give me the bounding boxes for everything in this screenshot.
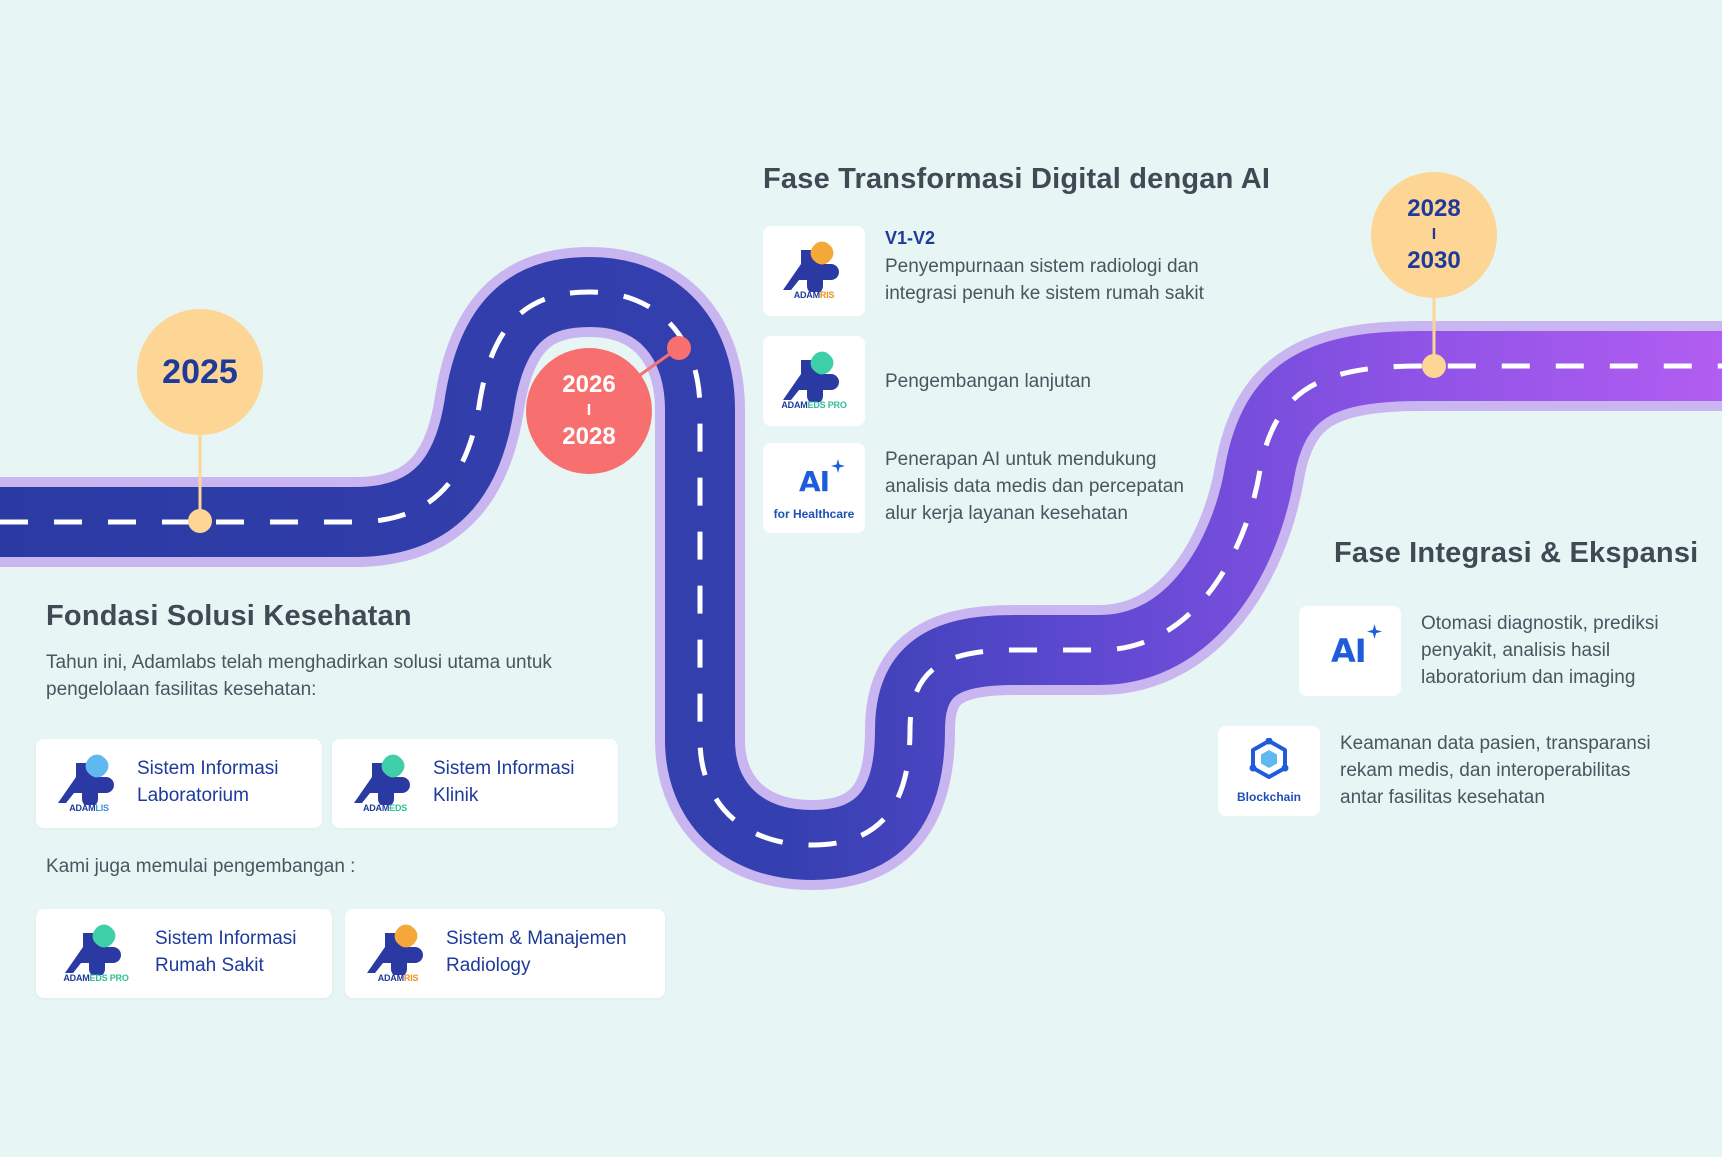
ai-sparkle-icon: AI [1331,632,1367,670]
item-line2: penyakit, analisis hasil [1421,640,1611,661]
milestone-2025-label: 2025 [162,352,238,391]
adam-cross-logo-icon [783,241,839,294]
sparkle-icon [1367,624,1382,639]
product-card-eds-label: Sistem Informasi Klinik [433,755,574,809]
logo-suffix-text: EDS PRO [807,400,847,410]
phase2-item3-text: Penerapan AI untuk mendukung analisis da… [885,446,1184,527]
card-line2: Klinik [433,785,479,806]
logo-suffix-text: EDS [389,803,408,813]
phase3-item1-tile: AI [1299,606,1401,696]
card-line1: Sistem Informasi [155,928,297,949]
item-line3: laboratorium dan imaging [1421,667,1636,688]
phase1-title: Fondasi Solusi Kesehatan [46,600,412,632]
item-line1: Keamanan data pasien, transparansi [1340,733,1651,754]
phase2-item1-tile: ADAMRIS [763,226,865,316]
product-card-lis[interactable]: ADAMLIS Sistem Informasi Laboratorium [36,739,322,828]
milestone-2026-badge: 2026 I 2028 [526,348,652,474]
product-card-eds-pro-label: Sistem Informasi Rumah Sakit [155,925,296,979]
card-line1: Sistem Informasi [433,758,575,779]
phase2-item1-version: V1-V2 [885,228,936,248]
phase2-title: Fase Transformasi Digital dengan AI [763,163,1271,195]
milestone-2025-badge: 2025 [137,309,263,435]
adam-cross-logo-icon [783,351,839,404]
product-card-ris[interactable]: ADAMRIS Sistem & Manajemen Radiology [345,909,665,998]
blockchain-cube-icon [1249,738,1289,779]
logo-suffix-text: RIS [819,290,835,300]
milestone-2028-dot [1422,354,1446,378]
logo-suffix-text: RIS [403,973,419,983]
card-line1: Sistem Informasi [137,758,279,779]
phase2-item1-text: V1-V2 Penyempurnaan sistem radiologi dan… [885,228,1204,307]
adamris-logo: ADAMRIS [779,236,849,306]
milestone-2025-dot [188,509,212,533]
phase3-item1-text: Otomasi diagnostik, prediksi penyakit, a… [1421,610,1659,691]
milestone-2028-start: 2028 [1407,195,1461,222]
ai-icon-text: AI [799,465,830,498]
logo-suffix-text: LIS [95,803,109,813]
item-line1: Penerapan AI untuk mendukung [885,449,1157,470]
logo-suffix-text: EDS PRO [89,973,129,983]
adameds-pro-logo: ADAMEDS PRO [767,346,861,416]
item-line2: integrasi penuh ke sistem rumah sakit [885,283,1204,304]
milestone-2026-separator: I [586,402,592,419]
item-line2: analisis data medis dan percepatan [885,476,1184,497]
milestone-2026-start: 2026 [562,371,616,398]
card-line1: Sistem & Manajemen [446,928,627,949]
phase1-also-text: Kami juga memulai pengembangan : [46,856,356,877]
phase2-item3-tile: AI for Healthcare [763,443,865,533]
phase2-item2-tile: ADAMEDS PRO [763,336,865,426]
phase3-item2-text: Keamanan data pasien, transparansi rekam… [1340,730,1651,811]
logo-brand-text: ADAM [793,290,820,300]
logo-brand-text: ADAM [63,973,90,983]
adameds-pro-logo: ADAMEDS PRO [48,919,144,989]
milestone-2028-badge: 2028 I 2030 [1371,172,1497,298]
road-centerline [0,289,1722,848]
phase1-intro: Tahun ini, Adamlabs telah menghadirkan s… [46,649,552,703]
adam-cross-logo-icon [354,754,410,807]
milestone-2028-end: 2030 [1407,247,1461,274]
product-card-eds-pro[interactable]: ADAMEDS PRO Sistem Informasi Rumah Sakit [36,909,332,998]
item-line1: Penyempurnaan sistem radiologi dan [885,256,1199,277]
adamlis-logo: ADAMLIS [54,749,124,819]
product-card-ris-label: Sistem & Manajemen Radiology [446,925,627,979]
logo-brand-text: ADAM [781,400,808,410]
card-line2: Rumah Sakit [155,955,264,976]
product-card-lis-label: Sistem Informasi Laboratorium [137,755,278,809]
phase3-title: Fase Integrasi & Ekspansi [1334,537,1699,569]
phase2-item2-text: Pengembangan lanjutan [885,371,1092,392]
phase1-intro-line1: Tahun ini, Adamlabs telah menghadirkan s… [46,652,552,673]
item-line1: Otomasi diagnostik, prediksi [1421,613,1659,634]
adam-cross-logo-icon [367,924,423,977]
item-line2: rekam medis, dan interoperabilitas [1340,760,1631,781]
phase3-item2-tile: Blockchain [1218,726,1320,816]
milestone-2026-dot [667,336,691,360]
adam-cross-logo-icon [58,754,114,807]
ai-icon-text: AI [1331,632,1367,670]
blockchain-caption: Blockchain [1236,790,1302,804]
adameds-logo: ADAMEDS [350,749,420,819]
item-line3: antar fasilitas kesehatan [1340,787,1545,808]
milestone-2028-separator: I [1431,226,1437,243]
adamris-logo: ADAMRIS [363,919,433,989]
item-line3: alur kerja layanan kesehatan [885,503,1128,524]
logo-brand-text: ADAM [69,803,96,813]
card-line2: Radiology [446,955,531,976]
ai-sparkle-icon: AI [799,465,830,498]
adam-cross-logo-icon [65,924,121,977]
ai-for-healthcare-caption: for Healthcare [773,507,855,521]
logo-brand-text: ADAM [362,803,390,813]
logo-brand-text: ADAM [377,973,404,983]
phase1-intro-line2: pengelolaan fasilitas kesehatan: [46,679,317,700]
card-line2: Laboratorium [137,785,249,806]
milestone-2026-end: 2028 [562,423,616,450]
sparkle-icon [831,459,845,473]
product-card-eds[interactable]: ADAMEDS Sistem Informasi Klinik [332,739,618,828]
